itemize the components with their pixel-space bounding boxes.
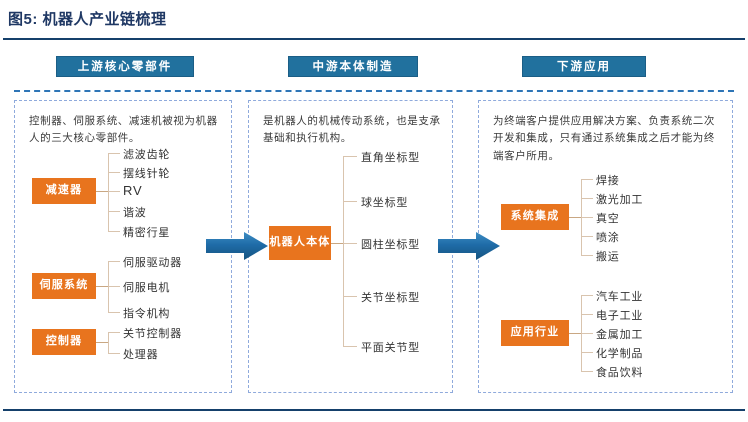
connector-leaf bbox=[581, 236, 593, 237]
connector-leaf bbox=[343, 201, 357, 202]
box-reducer[interactable]: 减速器 bbox=[32, 178, 96, 204]
connector-leaf bbox=[108, 153, 120, 154]
connector-leaf bbox=[343, 296, 357, 297]
panel-downstream: 为终端客户提供应用解决方案、负责系统二次开发和集成，只有通过系统集成之后才能为终… bbox=[478, 100, 733, 393]
box-controller[interactable]: 控制器 bbox=[32, 329, 96, 355]
box-system-integration[interactable]: 系统集成 bbox=[501, 204, 569, 230]
leaf-item: 化学制品 bbox=[596, 348, 644, 360]
leaf-item: 关节坐标型 bbox=[361, 292, 420, 304]
box-robot-body-line2: 本体 bbox=[306, 236, 331, 249]
connector-leaf bbox=[581, 314, 593, 315]
leaf-item: 伺服电机 bbox=[123, 282, 171, 294]
leaf-item: 摆线针轮 bbox=[123, 168, 171, 180]
connector-leaf bbox=[581, 198, 593, 199]
connector-leaf bbox=[581, 255, 593, 256]
leaf-item: 焊接 bbox=[596, 175, 620, 187]
connector-leaf bbox=[108, 191, 120, 192]
page-title: 图5: 机器人产业链梳理 bbox=[8, 11, 167, 28]
leaf-item: 球坐标型 bbox=[361, 197, 409, 209]
leaf-item: 滤波齿轮 bbox=[123, 149, 171, 161]
connector-leaf bbox=[108, 286, 120, 287]
connector-leaf bbox=[581, 352, 593, 353]
box-robot-body[interactable]: 机器人 本体 bbox=[269, 226, 331, 260]
leaf-item: RV bbox=[123, 183, 143, 198]
panel-upstream-description: 控制器、伺服系统、减速机被视为机器人的三大核心零部件。 bbox=[29, 115, 218, 145]
column-header-downstream: 下游应用 bbox=[522, 56, 646, 77]
leaf-item: 精密行星 bbox=[123, 227, 171, 239]
box-application-industry[interactable]: 应用行业 bbox=[501, 320, 569, 346]
connector-body-stub bbox=[331, 243, 343, 244]
connector-leaf bbox=[343, 243, 357, 244]
leaf-item: 真空 bbox=[596, 213, 620, 225]
connector-leaf bbox=[108, 312, 120, 313]
leaf-item: 处理器 bbox=[123, 349, 159, 361]
leaf-item: 喷涂 bbox=[596, 232, 620, 244]
connector-leaf bbox=[581, 295, 593, 296]
connector-leaf bbox=[343, 346, 357, 347]
connector-leaf bbox=[581, 333, 593, 334]
leaf-item: 汽车工业 bbox=[596, 291, 644, 303]
leaf-item: 谐波 bbox=[123, 207, 147, 219]
connector-leaf bbox=[581, 371, 593, 372]
connector-servo-stub bbox=[96, 286, 108, 287]
connector-leaf bbox=[108, 353, 120, 354]
arrow-upstream-to-midstream bbox=[206, 232, 268, 260]
connector-leaf bbox=[108, 332, 120, 333]
leaf-item: 关节控制器 bbox=[123, 328, 182, 340]
panel-midstream: 是机器人的机械传动系统，也是支承基础和执行机构。 机器人 本体 直角坐标型 球坐… bbox=[248, 100, 453, 393]
panel-midstream-description: 是机器人的机械传动系统，也是支承基础和执行机构。 bbox=[263, 115, 441, 145]
leaf-item: 食品饮料 bbox=[596, 367, 644, 379]
connector-leaf bbox=[581, 179, 593, 180]
connector-controller-spine bbox=[108, 332, 109, 353]
connector-leaf bbox=[108, 261, 120, 262]
leaf-item: 平面关节型 bbox=[361, 342, 420, 354]
connector-integration-stub bbox=[569, 217, 581, 218]
connector-leaf bbox=[581, 217, 593, 218]
title-divider bbox=[3, 38, 745, 40]
connector-leaf bbox=[108, 231, 120, 232]
panel-upstream: 控制器、伺服系统、减速机被视为机器人的三大核心零部件。 减速器 滤波齿轮 摆线针… bbox=[14, 100, 232, 393]
leaf-item: 电子工业 bbox=[596, 310, 644, 322]
connector-reducer-spine bbox=[108, 153, 109, 231]
column-header-midstream: 中游本体制造 bbox=[288, 56, 418, 77]
panel-downstream-description: 为终端客户提供应用解决方案、负责系统二次开发和集成，只有通过系统集成之后才能为终… bbox=[493, 115, 715, 162]
leaf-item: 金属加工 bbox=[596, 329, 644, 341]
connector-reducer-stub bbox=[96, 191, 108, 192]
leaf-item: 指令机构 bbox=[123, 308, 171, 320]
leaf-item: 伺服驱动器 bbox=[123, 257, 182, 269]
connector-leaf bbox=[108, 211, 120, 212]
connector-leaf bbox=[108, 172, 120, 173]
connector-body-spine bbox=[343, 156, 344, 346]
box-servo-system[interactable]: 伺服系统 bbox=[32, 273, 96, 299]
connector-leaf bbox=[343, 156, 357, 157]
top-dashed-separator bbox=[14, 90, 734, 92]
arrow-midstream-to-downstream bbox=[438, 232, 500, 260]
connector-controller-stub bbox=[96, 342, 108, 343]
box-robot-body-line1: 机器人 bbox=[269, 236, 307, 249]
leaf-item: 圆柱坐标型 bbox=[361, 239, 420, 251]
column-header-upstream: 上游核心零部件 bbox=[56, 56, 194, 77]
leaf-item: 直角坐标型 bbox=[361, 152, 420, 164]
leaf-item: 激光加工 bbox=[596, 194, 644, 206]
connector-industry-stub bbox=[569, 333, 581, 334]
bottom-divider bbox=[3, 409, 745, 411]
leaf-item: 搬运 bbox=[596, 251, 620, 263]
